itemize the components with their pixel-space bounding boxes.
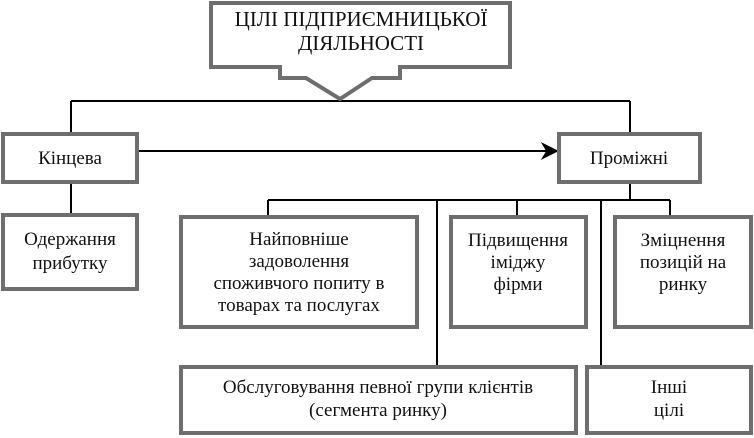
root-goal-line-2: ДІЯЛЬНОСТІ (298, 31, 424, 55)
other-goals-box (585, 365, 753, 435)
intermediate-goals-node: Проміжні (557, 132, 702, 184)
image-goal-line-1: Підвищення (468, 230, 568, 251)
demand-goal-box (179, 215, 419, 329)
connectors (70, 100, 671, 367)
final-goals-box (1, 132, 139, 184)
root-goal-box (209, 1, 512, 102)
market-position-goal-line-2: позицій на (640, 252, 727, 273)
market-position-goal-line-1: Зміцнення (641, 230, 726, 251)
segment-goal-box (179, 365, 578, 435)
demand-goal-line-3: споживчого попиту в (213, 273, 384, 294)
demand-goal-node: Найповніше задоволення споживчого попиту… (179, 215, 419, 329)
profit-goal-node: Одержання прибутку (1, 213, 139, 291)
image-goal-node: Підвищення іміджу фірми (449, 215, 588, 329)
image-goal-box (449, 215, 588, 329)
demand-goal-line-4: товарах та послугах (218, 295, 380, 316)
image-goal-line-2: іміджу (491, 252, 546, 273)
profit-goal-line-1: Одержання (24, 229, 116, 250)
root-goal-line-1: ЦІЛІ ПІДПРИЄМНИЦЬКОЇ (235, 7, 488, 31)
intermediate-goals-label: Проміжні (590, 148, 668, 169)
segment-goal-line-1: Обслуговування певної групи клієнтів (223, 377, 533, 398)
segment-goal-node: Обслуговування певної групи клієнтів (се… (179, 365, 578, 435)
intermediate-goals-box (557, 132, 702, 184)
demand-goal-line-1: Найповніше (249, 229, 348, 250)
root-goal-node: ЦІЛІ ПІДПРИЄМНИЦЬКОЇ ДІЯЛЬНОСТІ (209, 1, 512, 102)
final-goals-node: Кінцева (1, 132, 139, 184)
demand-goal-line-2: задоволення (249, 251, 349, 272)
final-goals-label: Кінцева (38, 148, 102, 169)
segment-goal-line-2: (сегмента ринку) (309, 400, 447, 421)
market-position-goal-node: Зміцнення позицій на ринку (613, 215, 753, 329)
market-position-goal-box (613, 215, 753, 329)
other-goals-node: Інші цілі (585, 365, 753, 435)
profit-goal-line-2: прибутку (32, 253, 108, 274)
profit-goal-box (1, 213, 139, 291)
other-goals-line-1: Інші (651, 377, 687, 398)
image-goal-line-3: фірми (494, 274, 543, 295)
other-goals-line-2: цілі (654, 400, 684, 421)
market-position-goal-line-3: ринку (659, 274, 708, 295)
